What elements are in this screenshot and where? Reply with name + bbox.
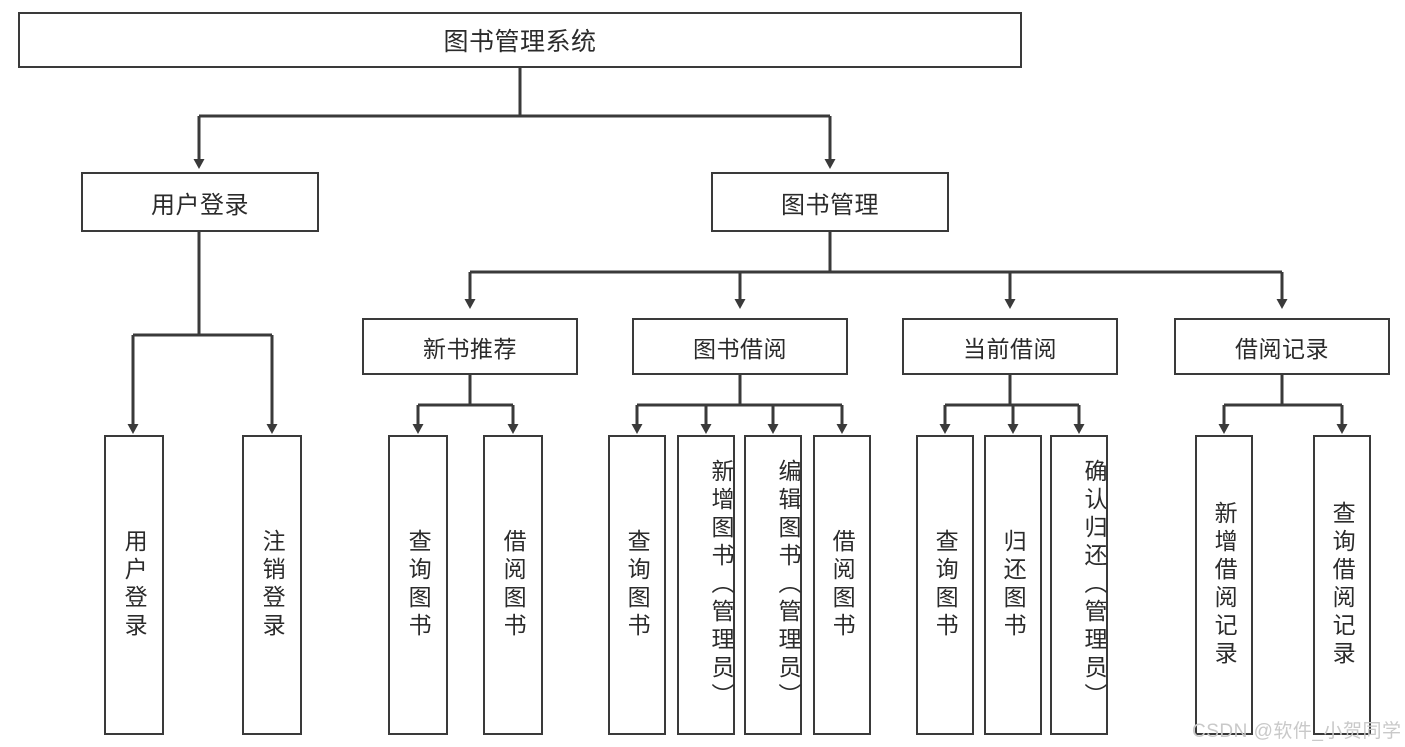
- node-label: 查询图书: [932, 529, 959, 641]
- leaf-return-book[interactable]: 归还图书: [984, 435, 1042, 735]
- leaf-add-borrow-record[interactable]: 新增借阅记录: [1195, 435, 1253, 735]
- node-label: 图书管理: [781, 191, 879, 219]
- node-label: 借阅图书: [829, 529, 856, 641]
- node-new-book-recommend[interactable]: 新书推荐: [362, 318, 578, 375]
- node-label: 注销登录: [259, 529, 286, 641]
- node-label: 借阅图书: [500, 529, 527, 641]
- node-label: 新书推荐: [423, 335, 517, 362]
- node-label: 编辑图书（管理员）: [775, 459, 801, 711]
- node-label: 借阅记录: [1235, 335, 1329, 362]
- node-label: 新增借阅记录: [1211, 501, 1238, 669]
- node-label: 查询借阅记录: [1329, 501, 1356, 669]
- node-user-login[interactable]: 用户登录: [81, 172, 319, 232]
- leaf-edit-book-admin[interactable]: 编辑图书（管理员）: [744, 435, 802, 735]
- node-borrow-record[interactable]: 借阅记录: [1174, 318, 1390, 375]
- leaf-query-book-current[interactable]: 查询图书: [916, 435, 974, 735]
- leaf-query-book-recommend[interactable]: 查询图书: [388, 435, 448, 735]
- leaf-borrow-book[interactable]: 借阅图书: [813, 435, 871, 735]
- leaf-add-book-admin[interactable]: 新增图书（管理员）: [677, 435, 735, 735]
- node-label: 确认归还（管理员）: [1081, 459, 1107, 711]
- node-root-system[interactable]: 图书管理系统: [18, 12, 1022, 68]
- node-label: 归还图书: [1000, 529, 1027, 641]
- leaf-logout[interactable]: 注销登录: [242, 435, 302, 735]
- leaf-confirm-return-admin[interactable]: 确认归还（管理员）: [1050, 435, 1108, 735]
- leaf-query-book-borrow[interactable]: 查询图书: [608, 435, 666, 735]
- node-label: 用户登录: [121, 529, 148, 641]
- node-book-borrow[interactable]: 图书借阅: [632, 318, 848, 375]
- node-label: 图书管理系统: [443, 28, 597, 56]
- leaf-query-borrow-record[interactable]: 查询借阅记录: [1313, 435, 1371, 735]
- csdn-watermark: CSDN @软件_小贺同学: [1192, 721, 1402, 742]
- leaf-borrow-book-recommend[interactable]: 借阅图书: [483, 435, 543, 735]
- node-label: 用户登录: [151, 191, 249, 219]
- node-current-borrow[interactable]: 当前借阅: [902, 318, 1118, 375]
- node-label: 当前借阅: [963, 335, 1057, 362]
- leaf-user-login[interactable]: 用户登录: [104, 435, 164, 735]
- node-label: 图书借阅: [693, 335, 787, 362]
- node-label: 查询图书: [624, 529, 651, 641]
- node-label: 查询图书: [405, 529, 432, 641]
- node-book-management[interactable]: 图书管理: [711, 172, 949, 232]
- node-label: 新增图书（管理员）: [708, 459, 734, 711]
